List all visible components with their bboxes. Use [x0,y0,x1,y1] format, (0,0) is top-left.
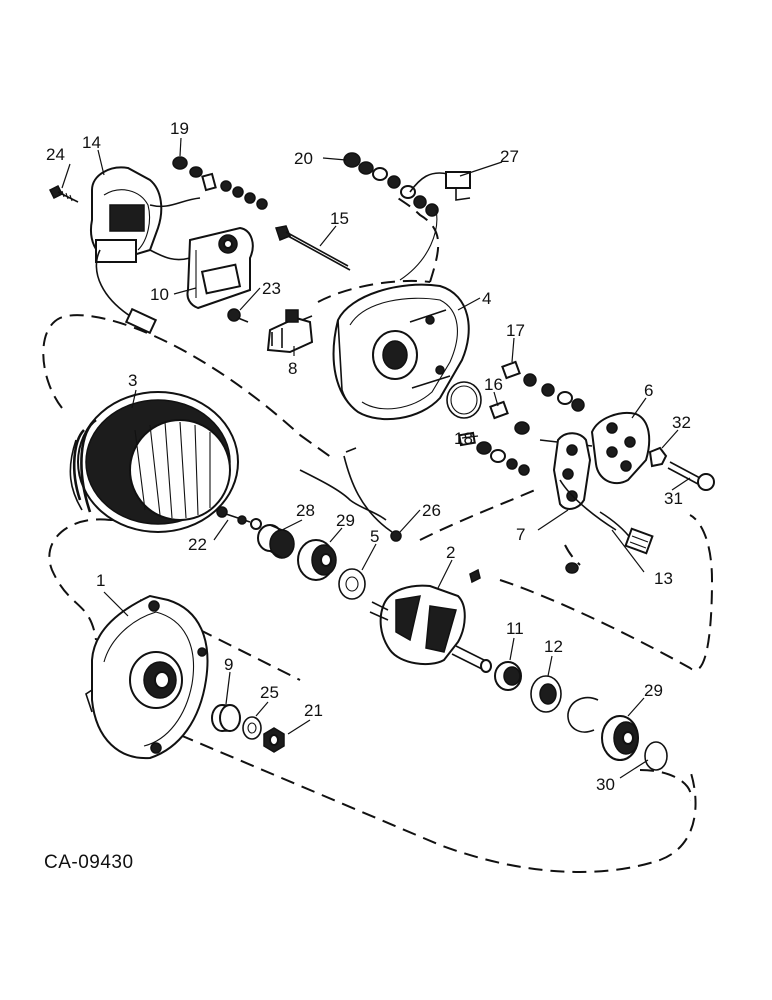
callout-10: 10 [150,285,169,304]
callout-17: 17 [506,321,525,340]
part-3-stator [69,391,239,533]
part-12-washer [530,675,562,713]
part-22-screw [216,506,262,530]
callout-24: 24 [46,145,65,164]
part-26-lead [299,447,402,542]
part-28-bushing [257,524,295,559]
callout-29-lower: 29 [644,681,663,700]
part-6-heat-sink [539,412,651,485]
part-32-nut [648,446,668,468]
callout-27: 27 [500,147,519,166]
callout-14: 14 [82,133,101,152]
callout-9: 9 [224,655,233,674]
part-10-insulator [186,226,254,310]
callout-5: 5 [370,527,379,546]
part-15-through-bolt [275,225,351,271]
callout-labels: 24 14 19 20 27 15 10 23 8 4 17 16 18 6 3… [46,119,691,794]
callout-25: 25 [260,683,279,702]
callout-16: 16 [484,375,503,394]
callout-15: 15 [330,209,349,228]
callout-22: 22 [188,535,207,554]
callout-8: 8 [288,359,297,378]
o-ring [446,381,482,419]
part-11-collar [494,661,522,691]
callout-7: 7 [516,525,525,544]
callout-31: 31 [664,489,683,508]
callout-4: 4 [482,289,491,308]
part-25-washer [242,716,262,740]
part-19-nut-stack [172,156,268,210]
retaining-clip [567,696,599,733]
part-4-end-frame [332,283,470,421]
leader-lines [61,137,691,779]
part-1-front-frame [85,594,209,760]
part-23-screw [227,308,249,323]
part-9-spacer [211,704,241,732]
part-18-insulator-stack [458,431,530,476]
part-21-nut [263,727,285,753]
callout-28: 28 [296,501,315,520]
part-29-bearing-upper [297,539,337,581]
callout-2: 2 [446,543,455,562]
callout-19: 19 [170,119,189,138]
assembly-outline-upper [42,195,440,461]
part-16-insulator-stack [489,400,530,435]
callout-11: 11 [506,619,524,638]
figure-id: CA-09430 [44,852,134,873]
part-29-bearing-lower [601,715,639,761]
callout-20: 20 [294,149,313,168]
part-14-rear-cover [90,166,201,335]
part-7-rectifier [552,432,617,531]
part-30-washer [644,741,668,771]
callout-18: 18 [454,429,473,448]
part-13-lead-connector [565,511,654,574]
callout-23: 23 [262,279,281,298]
callout-29-upper: 29 [336,511,355,530]
part-20-nut-stack [343,152,439,217]
callout-1: 1 [96,571,105,590]
callout-13: 13 [654,569,673,588]
callout-26: 26 [422,501,441,520]
callout-6: 6 [644,381,653,400]
callout-21: 21 [304,701,323,720]
callout-30: 30 [596,775,615,794]
part-27-terminal-lead [399,171,471,281]
part-2-rotor [369,568,492,673]
part-5-washer [338,568,366,600]
callout-32: 32 [672,413,691,432]
callout-12: 12 [544,637,563,656]
callout-3: 3 [128,371,137,390]
part-17-insulator-stack [501,360,585,412]
part-8-terminal [266,309,314,354]
part-31-bolt [667,461,715,491]
part-24-screw [48,184,79,203]
